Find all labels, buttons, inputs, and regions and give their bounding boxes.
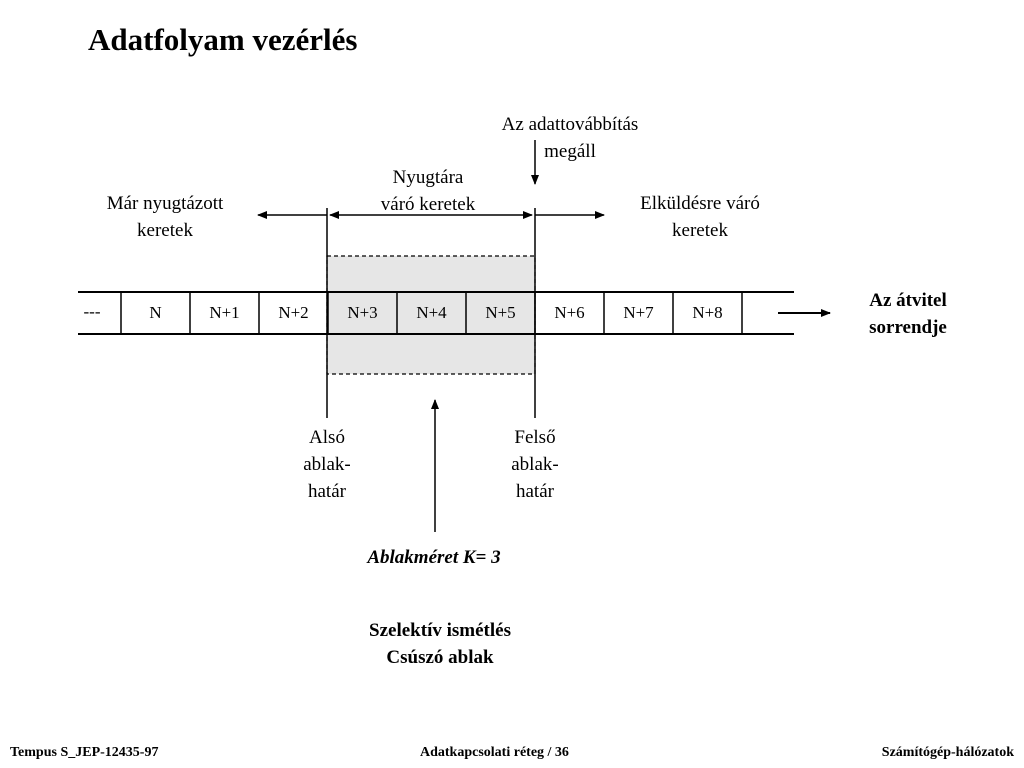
method-label-line1: Szelektív ismétlés	[369, 620, 511, 641]
method-label: Szelektív ismétlés Csúszó ablak	[320, 617, 560, 671]
acked-label-line2: keretek	[137, 220, 193, 241]
frame-ellipsis: ---	[83, 302, 101, 321]
direction-label-line2: sorrendje	[869, 317, 947, 338]
upper-boundary-line2: ablak-	[511, 454, 559, 475]
pending-label-line2: váró keretek	[380, 194, 476, 215]
window-size-label: Ablakméret K= 3	[367, 547, 501, 568]
upper-boundary-line1: Felső	[514, 427, 556, 448]
stop-label-line2: megáll	[544, 141, 596, 162]
frame-cell: N+3	[347, 303, 378, 322]
frame-cell: N+5	[485, 303, 516, 322]
frame-cell: N+8	[692, 303, 723, 322]
stop-label: Az adattovábbítás megáll	[470, 111, 670, 165]
footer-center: Adatkapcsolati réteg / 36	[420, 745, 569, 760]
frame-cell: N+4	[416, 303, 447, 322]
frame-cell: N	[149, 303, 162, 322]
direction-label: Az átvitel sorrendje	[848, 287, 968, 341]
pending-label: Nyugtára váró keretek	[348, 164, 508, 218]
upper-boundary-label: Felső ablak- határ	[495, 424, 575, 505]
method-label-line2: Csúszó ablak	[386, 647, 494, 668]
waiting-label-line2: keretek	[672, 220, 728, 241]
frame-cell: N+6	[554, 303, 585, 322]
acked-label: Már nyugtázott keretek	[75, 190, 255, 244]
direction-label-line1: Az átvitel	[869, 290, 947, 311]
lower-boundary-line1: Alsó	[309, 427, 345, 448]
lower-boundary-label: Alsó ablak- határ	[287, 424, 367, 505]
lower-boundary-line3: határ	[308, 481, 346, 502]
frame-cell: N+1	[209, 303, 240, 322]
stop-label-line1: Az adattovábbítás	[501, 114, 639, 135]
footer-right: Számítógép-hálózatok	[881, 745, 1014, 760]
cell-dividers	[120, 292, 743, 334]
footer-left: Tempus S_JEP-12435-97	[10, 745, 159, 760]
lower-boundary-line2: ablak-	[303, 454, 351, 475]
window-region	[326, 255, 536, 375]
waiting-label: Elküldésre váró keretek	[605, 190, 795, 244]
page-title: Adatfolyam vezérlés	[88, 22, 358, 57]
acked-label-line1: Már nyugtázott	[106, 193, 224, 214]
waiting-label-line1: Elküldésre váró	[640, 193, 760, 214]
frame-cell: N+2	[278, 303, 309, 322]
frame-cell: N+7	[623, 303, 654, 322]
pending-label-line1: Nyugtára	[392, 167, 464, 188]
upper-boundary-line3: határ	[516, 481, 554, 502]
